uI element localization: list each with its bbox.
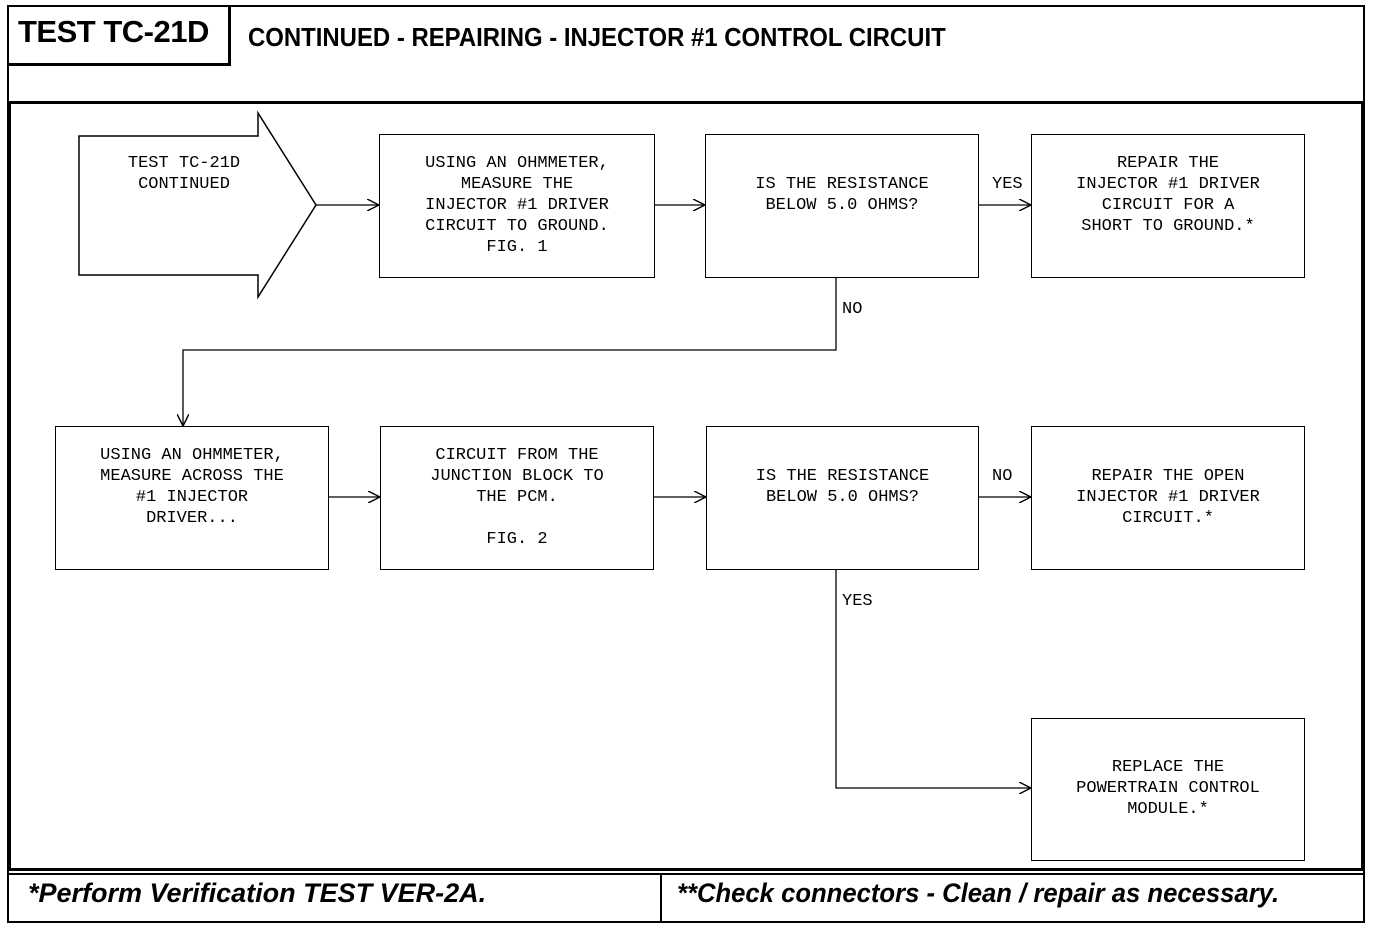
no-label-1: NO [842,300,863,319]
page-frame [7,5,1365,923]
question1-text: IS THE RESISTANCE BELOW 5.0 OHMS? [755,175,929,215]
result2-yes-box [1031,718,1305,861]
no-label-2: NO [992,467,1013,486]
test-id-box [7,5,231,66]
question2-box [706,426,979,570]
yes-label-1: YES [992,175,1023,194]
test-id: TEST TC-21D [18,14,209,49]
footer-note-right: **Check connectors - Clean / repair as n… [677,878,1280,908]
yes-label-2: YES [842,592,873,611]
question1-box [705,134,979,278]
step2-text: USING AN OHMMETER, MEASURE ACROSS THE #1… [100,446,284,528]
inner-border-left [9,104,11,870]
step3-text: CIRCUIT FROM THE JUNCTION BLOCK TO THE P… [430,446,604,549]
result2-no-box [1031,426,1305,570]
result2-no-text: REPAIR THE OPEN INJECTOR #1 DRIVER CIRCU… [1076,467,1260,528]
result1-yes-box [1031,134,1305,278]
step1-text: USING AN OHMMETER, MEASURE THE INJECTOR … [425,154,609,257]
footer-note-left: *Perform Verification TEST VER-2A. [28,878,487,908]
page-title: CONTINUED - REPAIRING - INJECTOR #1 CONT… [248,22,946,52]
result1-yes-text: REPAIR THE INJECTOR #1 DRIVER CIRCUIT FO… [1076,154,1260,236]
start-label: TEST TC-21D CONTINUED [127,154,241,194]
arrow-q1-no [183,278,837,426]
step1-box [379,134,655,278]
arrow-q2-yes [835,570,1031,788]
result2-yes-text: REPLACE THE POWERTRAIN CONTROL MODULE.* [1076,758,1260,819]
footer-divider [7,868,1365,871]
inner-border-right [1361,104,1363,870]
footer-divider-inner [7,873,1365,875]
header-divider [7,101,1365,104]
start-arrow-shape [78,110,317,300]
question2-text: IS THE RESISTANCE BELOW 5.0 OHMS? [755,467,930,507]
step3-box [380,426,654,570]
footer-separator [660,873,662,923]
step2-box [55,426,329,570]
